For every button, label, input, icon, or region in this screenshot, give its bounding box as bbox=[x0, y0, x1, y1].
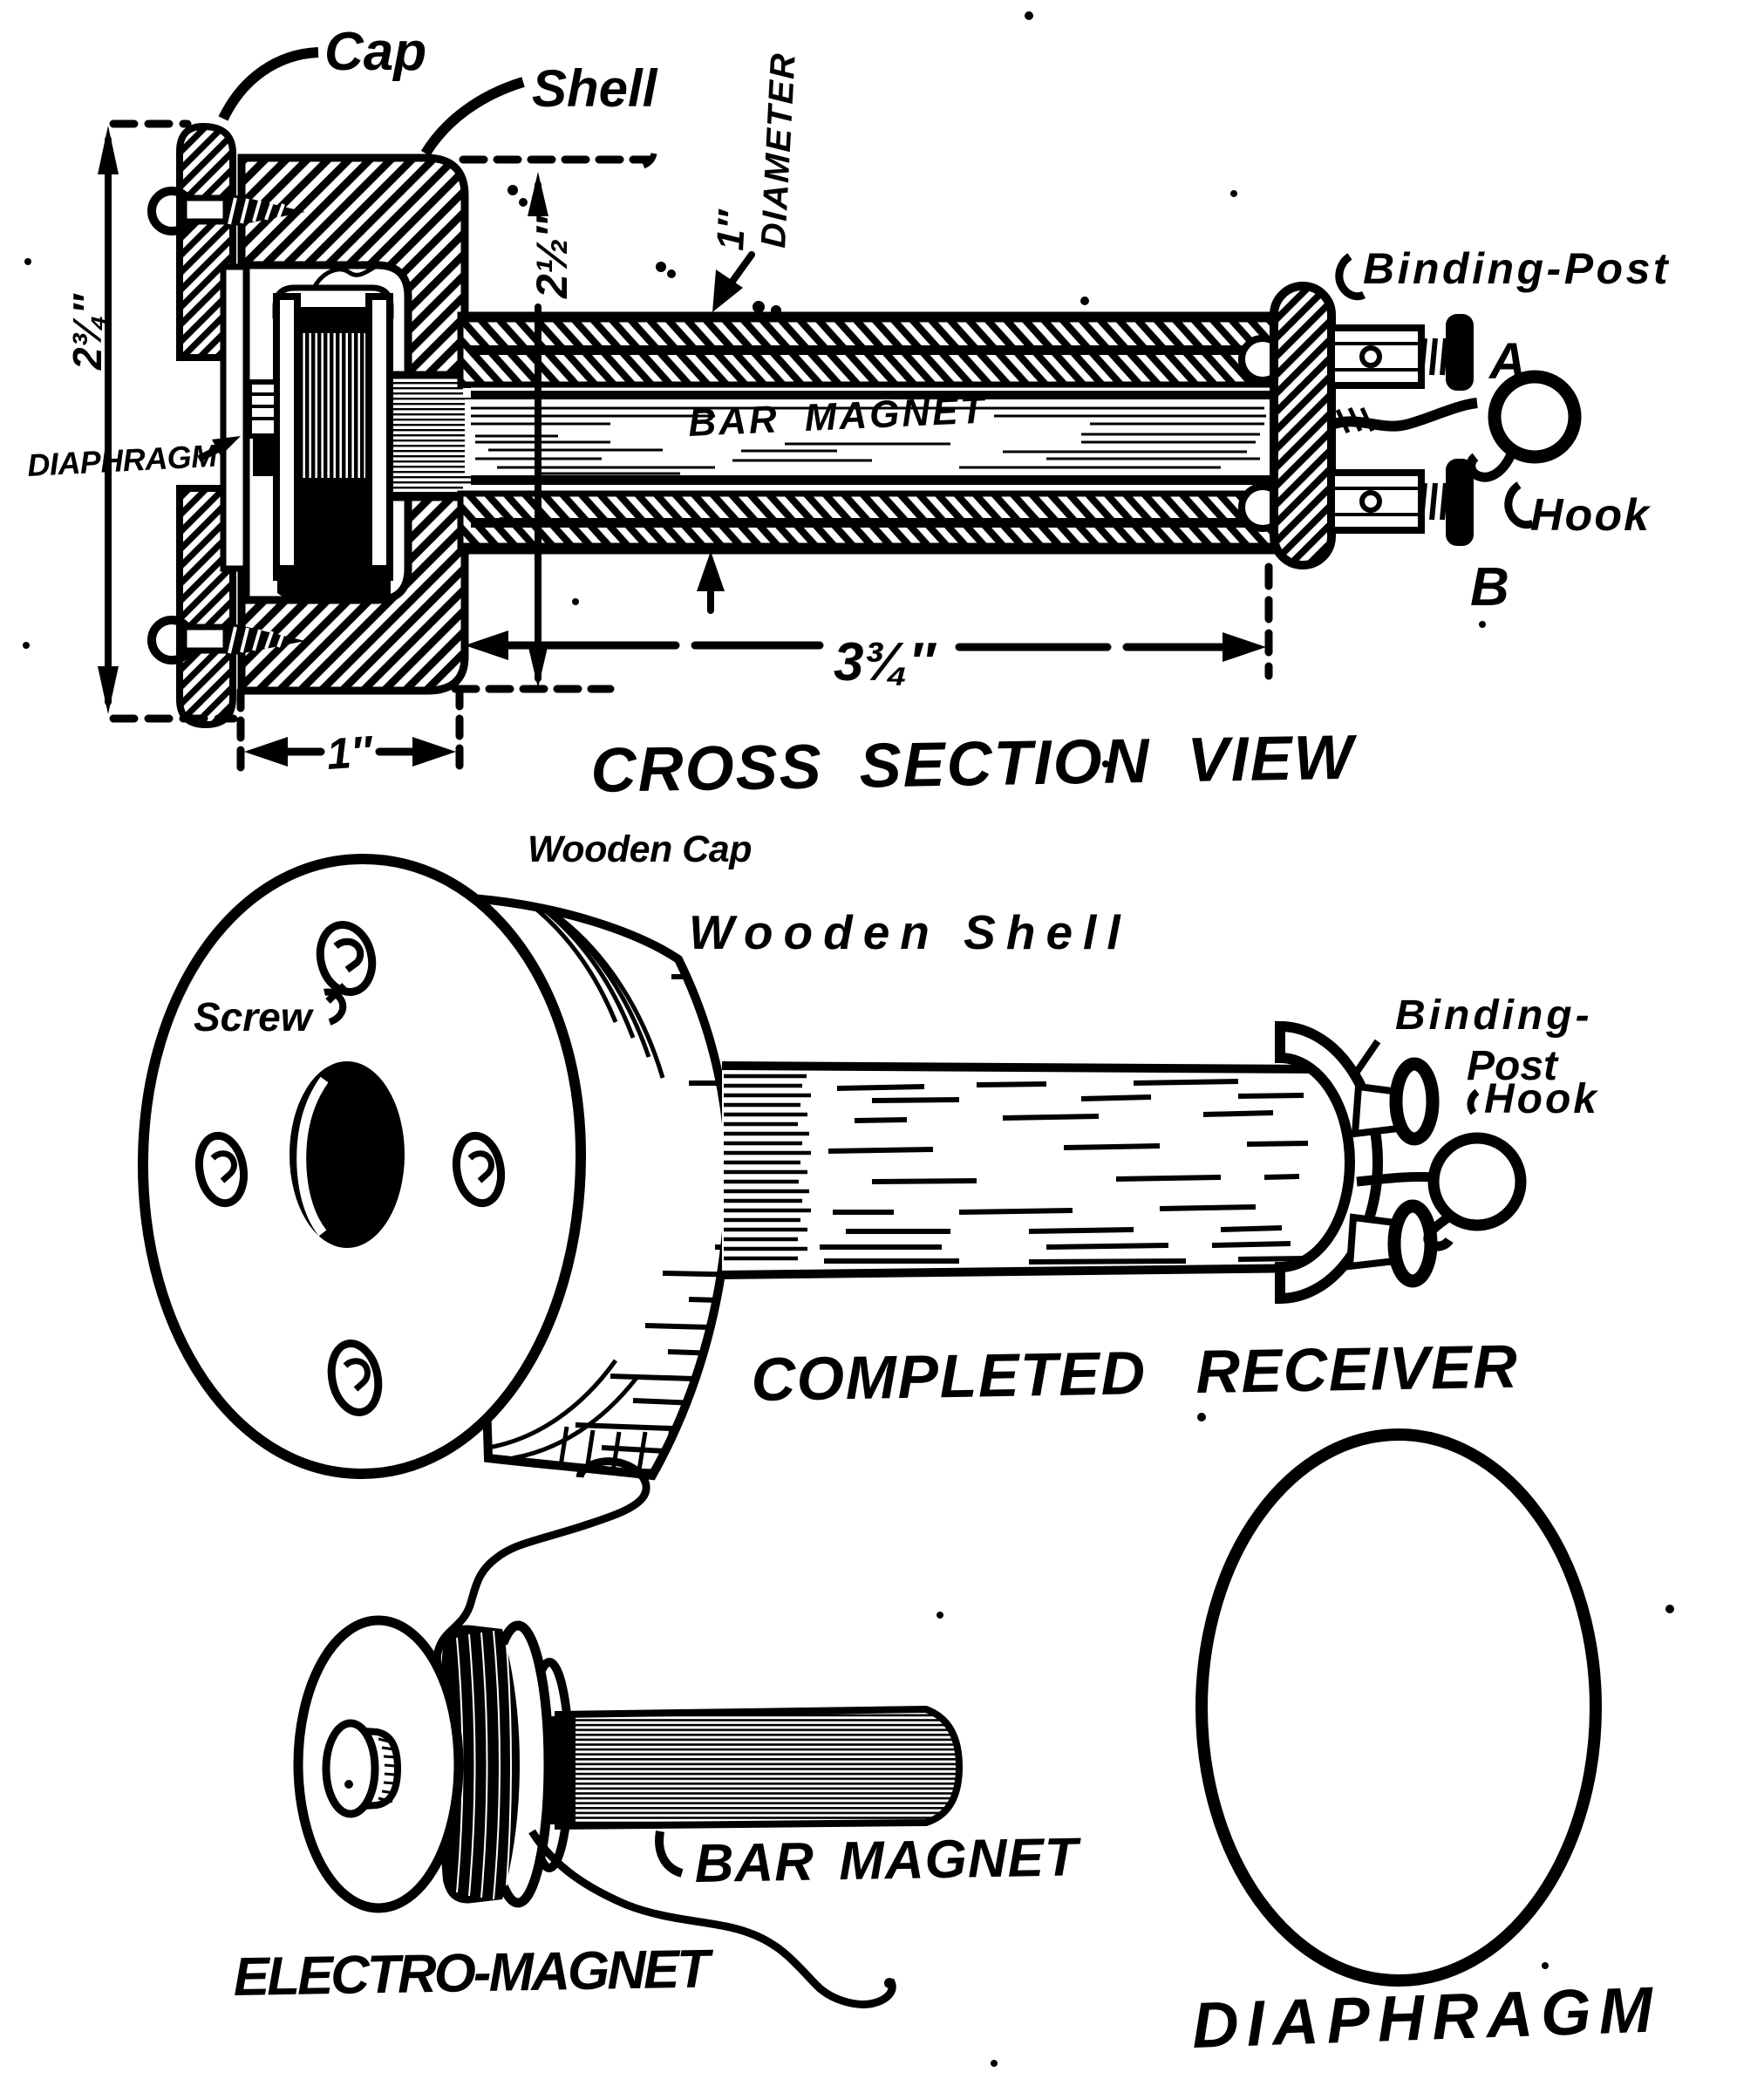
svg-text:ELECTRO-MAGNET: ELECTRO-MAGNET bbox=[233, 1939, 715, 2008]
svg-text:Wooden Cap: Wooden Cap bbox=[528, 828, 752, 870]
svg-text:1″: 1″ bbox=[709, 208, 753, 252]
svg-text:Wooden Shell: Wooden Shell bbox=[689, 905, 1131, 959]
svg-text:Cap: Cap bbox=[324, 22, 426, 82]
svg-text:CROSS SECTION VIEW: CROSS SECTION VIEW bbox=[590, 723, 1359, 806]
svg-text:Post: Post bbox=[1467, 1043, 1559, 1089]
svg-text:Binding-: Binding- bbox=[1395, 992, 1593, 1039]
svg-text:Shell: Shell bbox=[532, 59, 658, 118]
svg-text:1″: 1″ bbox=[325, 726, 376, 779]
svg-text:DIAPHRAGM: DIAPHRAGM bbox=[1191, 1973, 1662, 2062]
svg-text:Screw: Screw bbox=[194, 994, 315, 1040]
svg-text:BAR MAGNET: BAR MAGNET bbox=[694, 1827, 1082, 1894]
svg-text:B: B bbox=[1470, 557, 1509, 617]
svg-text:2½″: 2½″ bbox=[528, 215, 576, 299]
svg-text:Hook: Hook bbox=[1484, 1076, 1599, 1122]
svg-text:2¾″: 2¾″ bbox=[65, 293, 110, 371]
svg-text:Hook: Hook bbox=[1530, 490, 1652, 541]
svg-text:COMPLETED RECEIVER: COMPLETED RECEIVER bbox=[751, 1333, 1519, 1414]
svg-text:3¾″: 3¾″ bbox=[834, 632, 936, 692]
svg-text:Binding-Post: Binding-Post bbox=[1363, 244, 1671, 293]
svg-text:A: A bbox=[1488, 333, 1526, 390]
